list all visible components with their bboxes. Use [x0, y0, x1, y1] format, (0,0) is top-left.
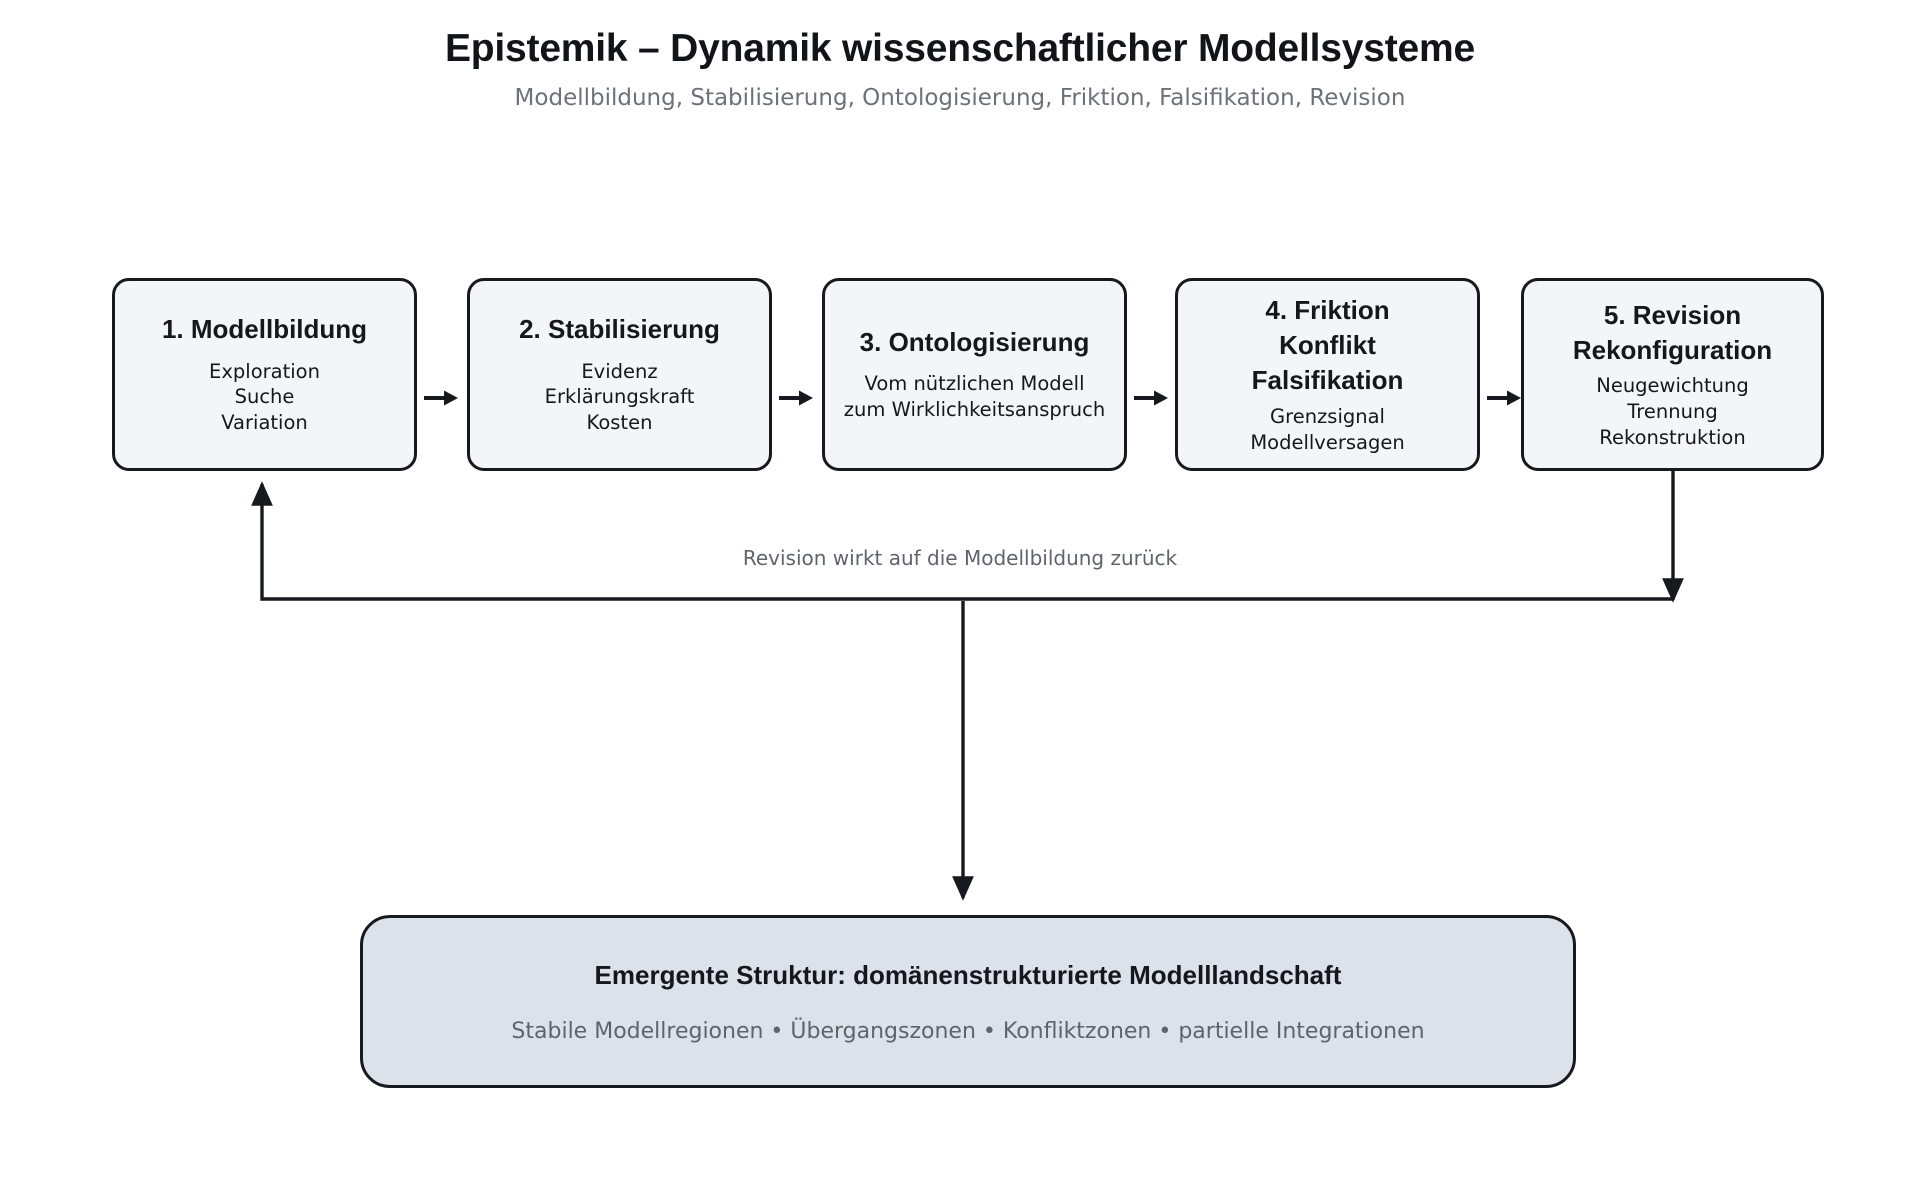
stage-body: Evidenz Erklärungskraft Kosten [544, 359, 695, 435]
arrow-right-icon [779, 390, 813, 406]
feedback-segment-return [251, 481, 1674, 601]
stage-title: 1. Modellbildung [161, 313, 368, 344]
feedback-loop-label: Revision wirkt auf die Modellbildung zur… [742, 546, 1178, 570]
stage-body: Neugewichtung Trennung Rekonstruktion [1596, 374, 1749, 450]
arrow-right-icon [424, 390, 458, 406]
stage-title: 3. Ontologisierung [859, 326, 1090, 357]
stage-box-ontologisierung[interactable]: 3. Ontologisierung Vom nützlichen Modell… [822, 278, 1127, 471]
page-subtitle: Modellbildung, Stabilisierung, Ontologis… [514, 85, 1406, 111]
emergent-structure-title: Emergente Struktur: domänenstrukturierte… [594, 959, 1342, 990]
stage-body: Grenzsignal Modellversagen [1250, 404, 1405, 454]
arrow-right-icon [1487, 390, 1521, 406]
stage-box-stabilisierung[interactable]: 2. Stabilisierung Evidenz Erklärungskraf… [467, 278, 772, 471]
stage-body: Vom nützlichen Modell zum Wirklichkeitsa… [843, 372, 1106, 422]
diagram-header: Epistemik – Dynamik wissenschaftlicher M… [0, 0, 1920, 111]
stage-box-friktion[interactable]: 4. Friktion Konflikt Falsifikation Grenz… [1175, 278, 1480, 471]
stage-title: 4. Friktion Konflikt Falsifikation [1251, 295, 1404, 395]
stage-box-modellbildung[interactable]: 1. Modellbildung Exploration Suche Varia… [112, 278, 417, 471]
stage-title: 2. Stabilisierung [519, 313, 720, 344]
stage-title: 5. Revision Rekonfiguration [1572, 299, 1773, 365]
arrow-right-icon [1134, 390, 1168, 406]
page-title: Epistemik – Dynamik wissenschaftlicher M… [444, 27, 1476, 70]
emergent-structure-box[interactable]: Emergente Struktur: domänenstrukturierte… [360, 915, 1576, 1088]
stage-row: 1. Modellbildung Exploration Suche Varia… [112, 278, 1824, 471]
stage-body: Exploration Suche Variation [209, 359, 320, 435]
stage-box-revision[interactable]: 5. Revision Rekonfiguration Neugewichtun… [1521, 278, 1824, 471]
emergent-structure-subtitle: Stabile Modellregionen • Übergangszonen … [511, 1018, 1425, 1044]
